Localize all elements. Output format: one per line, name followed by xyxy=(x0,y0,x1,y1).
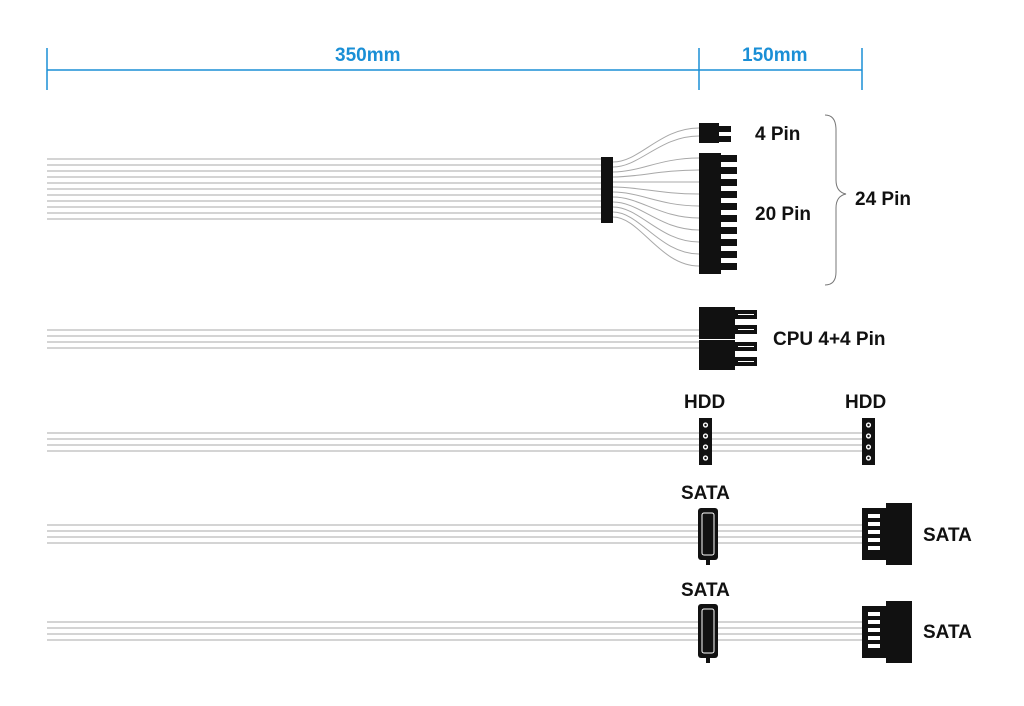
pin xyxy=(721,179,737,186)
main-cable-wires xyxy=(47,158,601,220)
brace xyxy=(824,114,847,286)
dimension-line xyxy=(46,48,863,90)
label-20-pin: 20 Pin xyxy=(755,204,811,225)
fanout-wire xyxy=(612,196,700,219)
connector-sata-1-end xyxy=(862,503,912,565)
connector-hdd-second xyxy=(862,418,875,465)
label-sata-1-second: SATA xyxy=(923,525,972,546)
pin xyxy=(721,251,737,258)
connector-sata-1-inline xyxy=(698,508,718,565)
sata-cable-2-wires xyxy=(47,621,862,641)
connector-4pin xyxy=(699,123,731,143)
pin xyxy=(721,191,737,198)
label-24-pin: 24 Pin xyxy=(855,189,911,210)
label-cpu: CPU 4+4 Pin xyxy=(773,329,886,350)
pin xyxy=(721,167,737,174)
fanout-wire xyxy=(612,216,700,267)
fanout-wire xyxy=(612,201,700,231)
pin xyxy=(721,155,737,162)
cable-sleeve-end xyxy=(601,157,613,223)
main-cable-fanout xyxy=(612,127,700,267)
connector-sata-2-inline xyxy=(698,604,718,663)
pin xyxy=(721,227,737,234)
pin xyxy=(721,239,737,246)
connector-cpu-4plus4 xyxy=(699,307,757,370)
pin xyxy=(721,203,737,210)
pin xyxy=(721,215,737,222)
pin xyxy=(721,263,737,270)
connector-hdd-first xyxy=(699,418,712,465)
label-sata-2-first: SATA xyxy=(681,580,730,601)
fanout-wire xyxy=(612,186,700,195)
label-4-pin: 4 Pin xyxy=(755,124,801,145)
label-sata-2-second: SATA xyxy=(923,622,972,643)
cpu-cable-wires xyxy=(47,329,699,349)
fanout-wire xyxy=(612,127,700,163)
fanout-wire xyxy=(612,157,700,173)
pin xyxy=(719,126,731,132)
fanout-wire xyxy=(612,206,700,243)
label-sata-1-first: SATA xyxy=(681,483,730,504)
fanout-wire xyxy=(612,191,700,207)
dimension-label-150mm: 150mm xyxy=(742,45,808,66)
hdd-cable-wires xyxy=(47,432,862,452)
dimension-label-350mm: 350mm xyxy=(335,45,401,66)
connector-sata-2-end xyxy=(862,601,912,663)
connector-20pin xyxy=(699,153,737,274)
label-hdd-2: HDD xyxy=(845,392,887,413)
fanout-wire xyxy=(612,135,700,168)
fanout-wire xyxy=(612,169,700,178)
sata-cable-1-wires xyxy=(47,524,862,544)
pin xyxy=(719,136,731,142)
fanout-wire xyxy=(612,211,700,255)
label-hdd-1: HDD xyxy=(684,392,726,413)
